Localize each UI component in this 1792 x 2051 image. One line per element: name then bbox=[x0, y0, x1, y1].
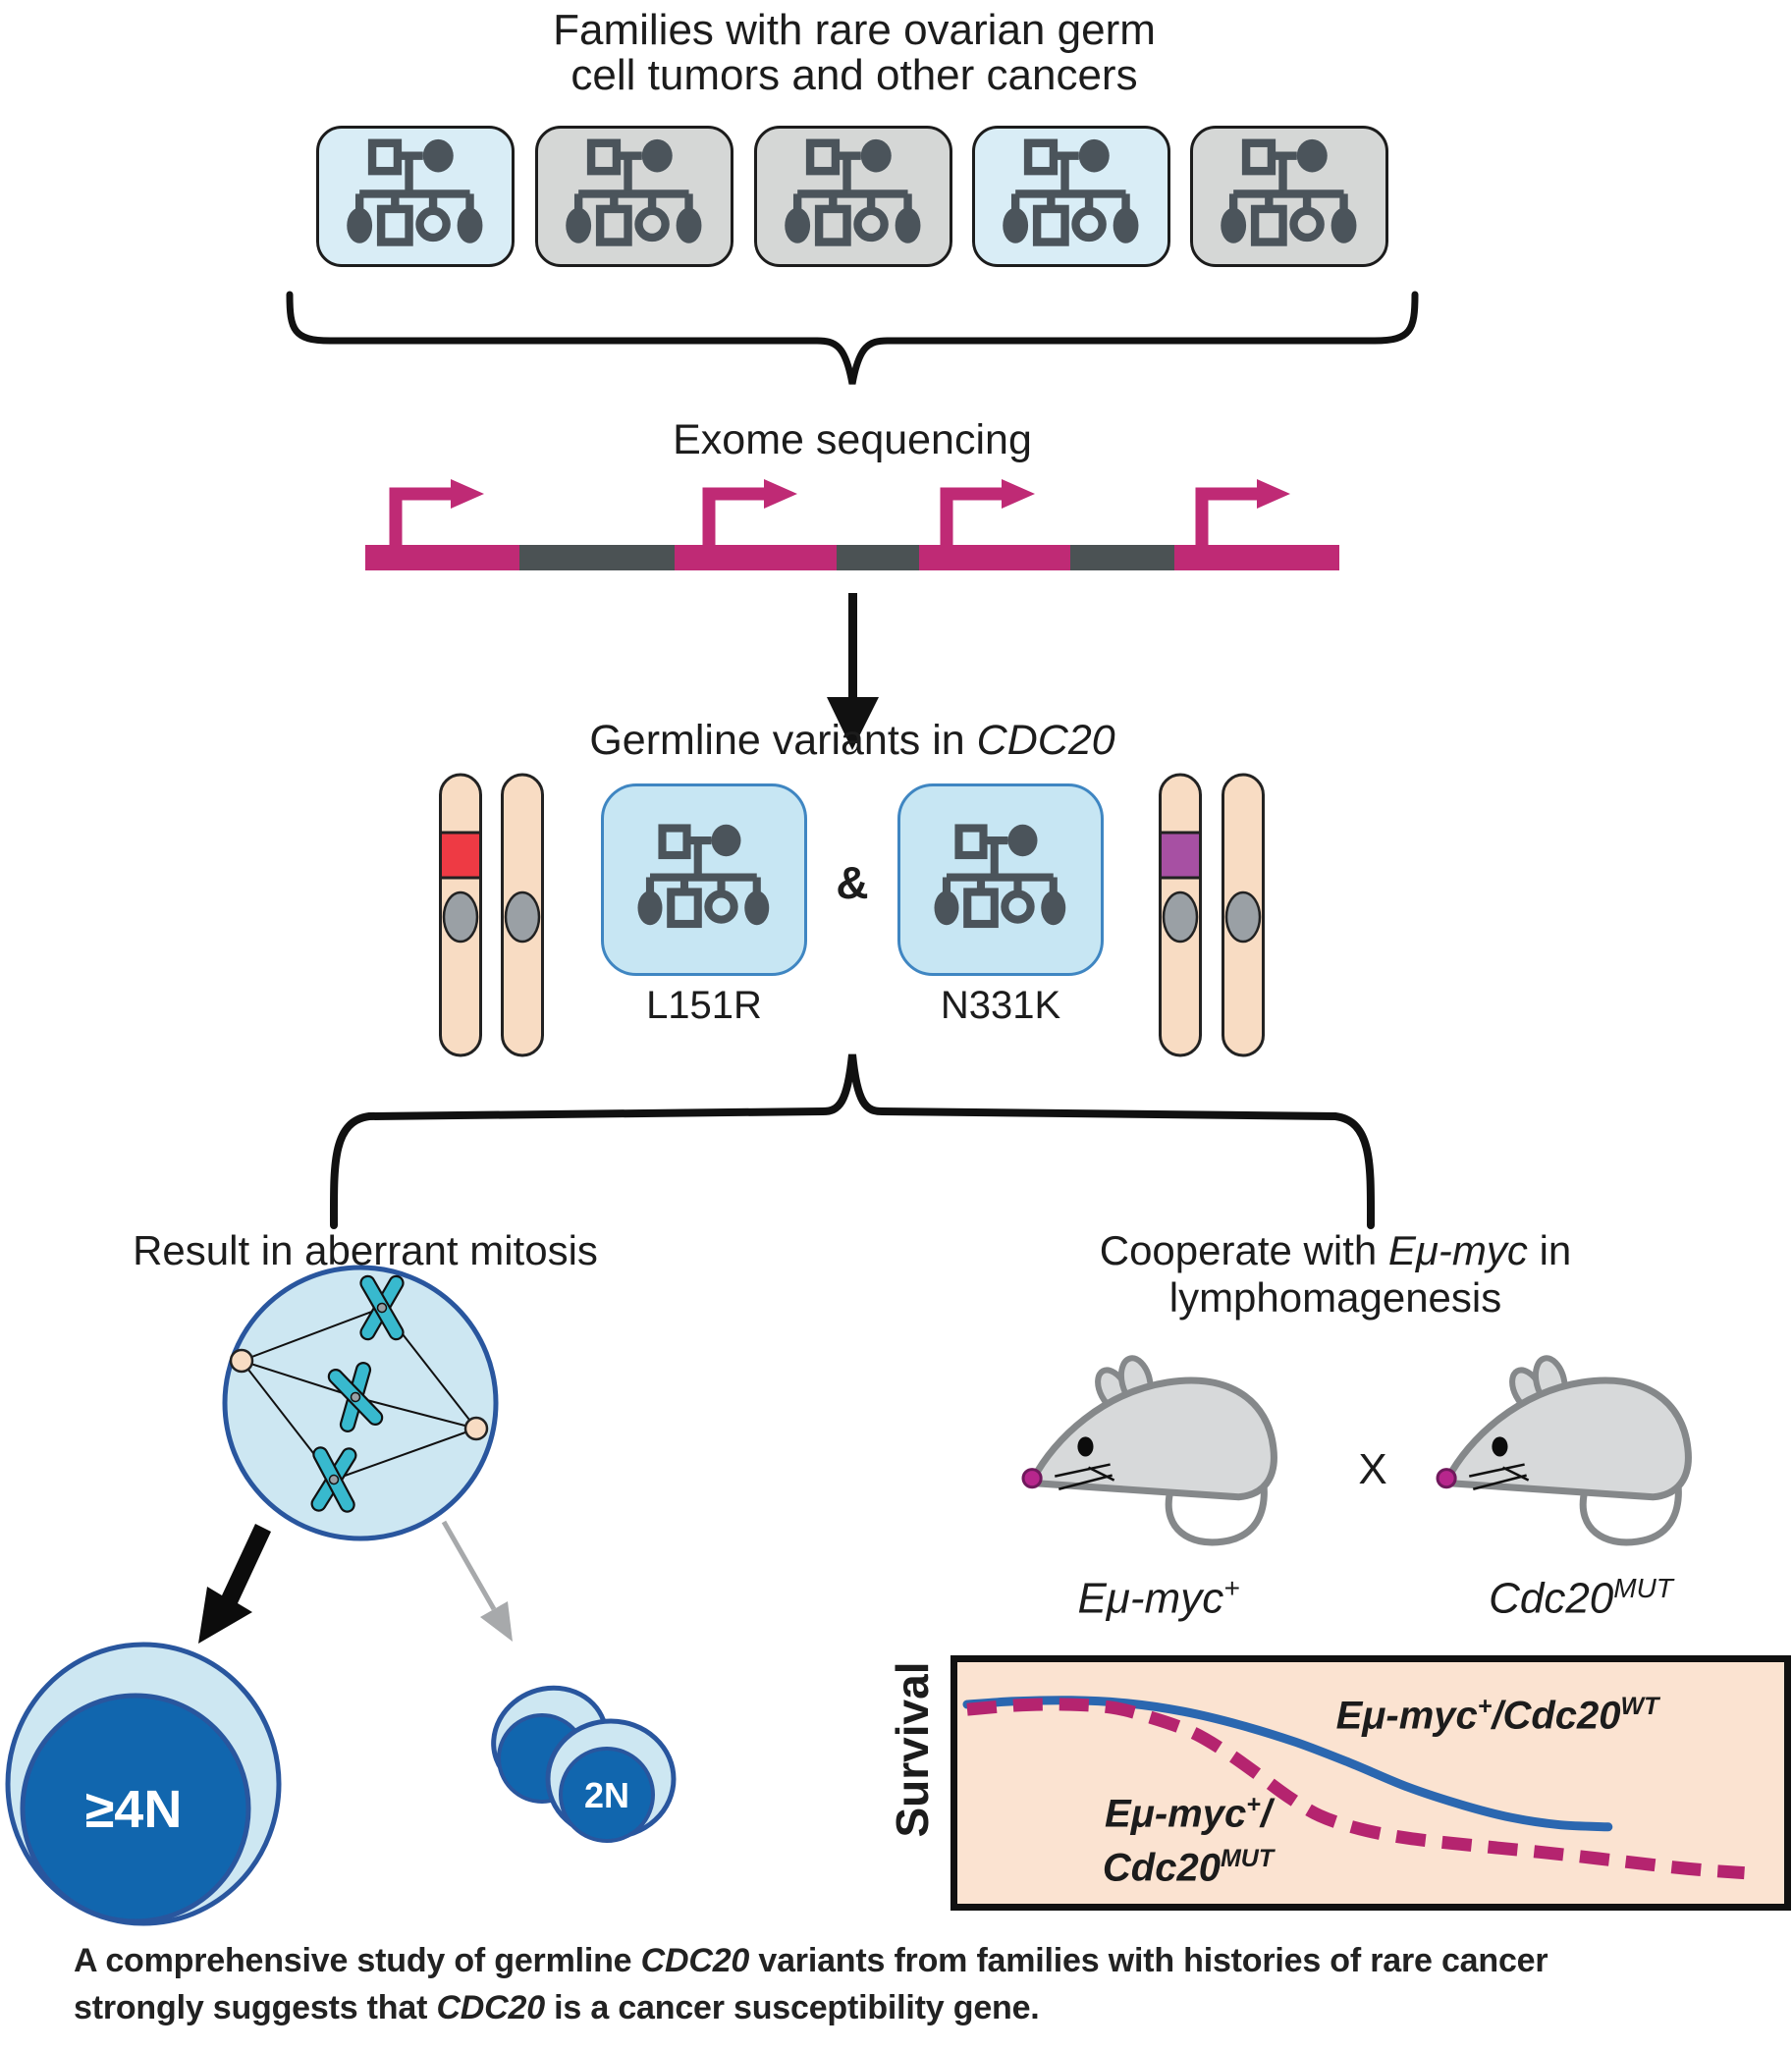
mut-label-base2: Cdc20 bbox=[1102, 1846, 1221, 1890]
brace-split bbox=[329, 1053, 1376, 1229]
chromosome-icon-red-variant bbox=[439, 773, 482, 1057]
caption-line2: strongly suggests that CDC20 is a cancer… bbox=[74, 1989, 1040, 2027]
exome-sequencing-label: Exome sequencing bbox=[673, 416, 1032, 463]
mut-label-sup1: + bbox=[1246, 1791, 1261, 1818]
family-pedigree-box-1 bbox=[316, 126, 515, 267]
pedigree-icon bbox=[1213, 135, 1366, 257]
germline-title-text: Germline variants in bbox=[589, 717, 977, 764]
right-title-pre: Cooperate with bbox=[1099, 1227, 1388, 1273]
brace-top bbox=[286, 291, 1419, 385]
chromosome-icon-purple-variant bbox=[1159, 773, 1202, 1057]
mouse2-genotype-label: Cdc20MUT bbox=[1434, 1573, 1728, 1624]
caption-line1: A comprehensive study of germline CDC20 … bbox=[74, 1942, 1548, 1980]
ampersand: & bbox=[836, 857, 869, 908]
polyploid-cell: ≥4N bbox=[5, 1642, 282, 1926]
diploid-cell-label: 2N bbox=[584, 1775, 629, 1815]
main-title-line2: cell tumors and other cancers bbox=[570, 51, 1138, 99]
pedigree-icon bbox=[777, 135, 930, 257]
right-title-gene: Eμ-myc bbox=[1387, 1227, 1528, 1273]
survival-plot: Eμ-myc+/Cdc20WT Eμ-myc+/ Cdc20MUT bbox=[950, 1655, 1791, 1911]
chromosome-icon bbox=[1222, 773, 1265, 1057]
wt-label-sup2: WT bbox=[1620, 1693, 1659, 1720]
cross-symbol: X bbox=[1358, 1445, 1387, 1493]
family-pedigree-box-3 bbox=[754, 126, 952, 267]
germline-variants-title: Germline variants in CDC20 bbox=[263, 717, 1441, 765]
family-pedigree-box-5 bbox=[1190, 126, 1388, 267]
centromere bbox=[442, 891, 479, 944]
pedigree-icon bbox=[995, 135, 1148, 257]
mouse1-label-sup: + bbox=[1223, 1573, 1240, 1603]
mut-label-sup2: MUT bbox=[1220, 1845, 1275, 1873]
mouse1-label-base: Eμ-myc bbox=[1077, 1574, 1224, 1623]
pedigree-icon bbox=[927, 821, 1074, 939]
exon-intron-bar bbox=[365, 545, 1339, 570]
mouse-icon-emu-myc bbox=[1019, 1350, 1306, 1564]
variant-band-red bbox=[439, 831, 482, 880]
variant-pedigree-box-l151r bbox=[601, 783, 807, 976]
down-arrow-icon bbox=[827, 593, 879, 750]
gray-outcome-arrow-icon bbox=[441, 1520, 513, 1642]
caption1-pre: A comprehensive study of germline bbox=[74, 1942, 641, 1979]
survival-axis-label: Survival bbox=[887, 1661, 938, 1838]
mut-curve bbox=[966, 1698, 1745, 1880]
mouse1-genotype-label: Eμ-myc+ bbox=[1011, 1573, 1306, 1624]
wt-label-base2: /Cdc20 bbox=[1492, 1694, 1621, 1738]
centromere bbox=[1224, 891, 1262, 944]
centromere bbox=[504, 891, 541, 944]
right-title-suf: in bbox=[1527, 1227, 1572, 1273]
caption2-pre: strongly suggests that bbox=[74, 1989, 437, 2026]
centromere bbox=[1162, 891, 1199, 944]
main-title-line1: Families with rare ovarian germ bbox=[553, 6, 1156, 54]
mut-curve-label: Eμ-myc+/ Cdc20MUT bbox=[1056, 1782, 1321, 1891]
misaligned-chromosomes bbox=[310, 1274, 405, 1513]
mouse-icon-cdc20-mut bbox=[1434, 1350, 1720, 1564]
diploid-cells: 2N bbox=[491, 1685, 677, 1843]
pedigree-icon bbox=[558, 135, 711, 257]
spindle-pole bbox=[229, 1348, 254, 1374]
promoter-arrow-icons bbox=[389, 487, 1261, 547]
wt-label-base1: Eμ-myc bbox=[1335, 1694, 1478, 1738]
wt-label-sup1: + bbox=[1477, 1693, 1493, 1720]
mut-label-slash: / bbox=[1260, 1792, 1272, 1836]
variant-label-l151r: L151R bbox=[646, 984, 762, 1027]
spindle-pole bbox=[463, 1416, 489, 1441]
aberrant-mitosis-cell bbox=[222, 1265, 499, 1541]
mouse2-label-base: Cdc20 bbox=[1489, 1574, 1614, 1623]
variant-label-n331k: N331K bbox=[940, 984, 1061, 1027]
chromosome-icon bbox=[501, 773, 544, 1057]
variant-band-purple bbox=[1159, 831, 1202, 880]
wt-curve-label: Eμ-myc+/Cdc20WT bbox=[1252, 1684, 1743, 1738]
caption1-gene: CDC20 bbox=[640, 1942, 750, 1979]
pedigree-icon bbox=[630, 821, 778, 939]
mouse2-label-sup: MUT bbox=[1613, 1573, 1673, 1603]
germline-title-gene: CDC20 bbox=[976, 717, 1115, 764]
caption1-post: variants from families with histories of… bbox=[749, 1942, 1548, 1979]
gene-exon-diagram bbox=[365, 479, 1339, 570]
polyploid-cell-label: ≥4N bbox=[85, 1780, 183, 1839]
caption2-gene: CDC20 bbox=[436, 1989, 545, 2026]
family-pedigree-box-2 bbox=[535, 126, 733, 267]
right-branch-title-line2: lymphomagenesis bbox=[1168, 1274, 1502, 1321]
mut-label-base1: Eμ-myc bbox=[1105, 1792, 1247, 1836]
pedigree-icon bbox=[339, 135, 492, 257]
survival-curves bbox=[962, 1696, 1745, 1880]
variant-pedigree-box-n331k bbox=[897, 783, 1104, 976]
caption2-post: is a cancer susceptibility gene. bbox=[544, 1989, 1040, 2026]
family-pedigree-box-4 bbox=[972, 126, 1170, 267]
promoter-arrowheads bbox=[451, 479, 1290, 509]
right-branch-title-line1: Cooperate with Eμ-myc in bbox=[1041, 1227, 1630, 1274]
black-outcome-arrow-icon bbox=[198, 1524, 271, 1644]
